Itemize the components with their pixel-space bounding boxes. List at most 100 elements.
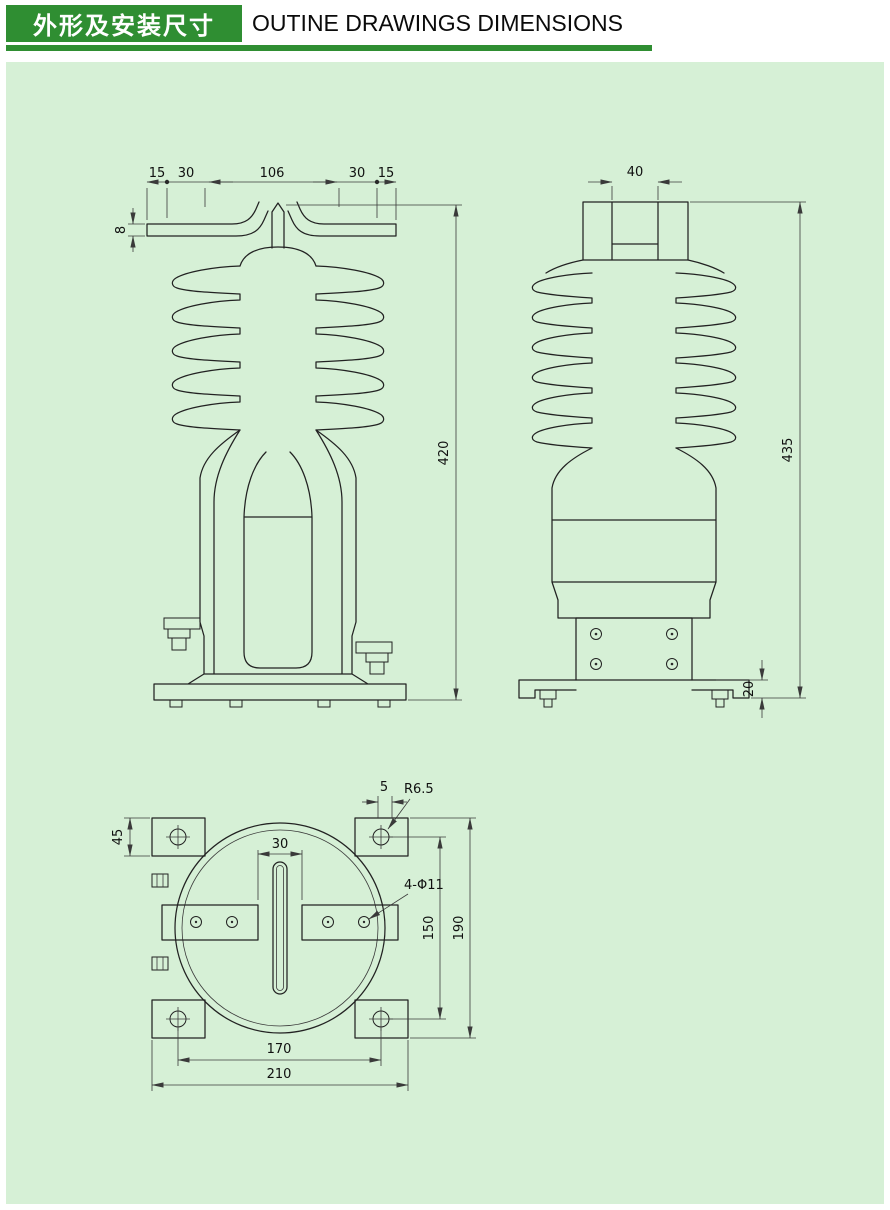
- pad-bottom-left: [151, 999, 206, 1039]
- bolt-hole: [590, 628, 602, 640]
- foot-bolt: [711, 689, 729, 700]
- clamp-bolt: [171, 637, 187, 651]
- clamp-bolt: [151, 956, 169, 971]
- dim-label-30-left: 30: [178, 166, 195, 181]
- dim-label-190: 190: [452, 916, 467, 941]
- extension-lines: [124, 796, 476, 1091]
- plan-terminal-bars: [161, 904, 399, 941]
- clamp-nut: [167, 628, 191, 639]
- leader-4phi11: [368, 893, 409, 920]
- front-sheds-left: [171, 265, 241, 431]
- base-block-outline: [575, 617, 693, 681]
- foot-bolt: [539, 689, 557, 700]
- leader-r65: [387, 798, 411, 830]
- side-dimensions: 40 435 20: [588, 165, 806, 718]
- clamp-bolt: [369, 661, 385, 675]
- hole-center-marks: [166, 825, 393, 1031]
- terminal-hole: [322, 916, 334, 928]
- drawing-panel: 15 30 106 30 15 8 420: [6, 62, 884, 1204]
- dim-dot: [374, 179, 380, 185]
- left-foot-bracket: [518, 679, 577, 699]
- slot-outline: [272, 861, 288, 995]
- plan-side-clamp-bolts: [151, 873, 169, 971]
- front-center-peak: [271, 202, 285, 249]
- dim-label-435: 435: [781, 438, 796, 463]
- front-dimensions: 15 30 106 30 15 8 420: [114, 166, 462, 701]
- page-title-chinese: 外形及安装尺寸: [6, 5, 242, 42]
- bolt-hole: [590, 658, 602, 670]
- clamp-bolt: [151, 873, 169, 888]
- bolt-hole: [666, 628, 678, 640]
- terminal-bar-right: [301, 904, 399, 941]
- clamp-plate: [355, 641, 393, 654]
- bolt-center: [670, 662, 674, 666]
- clamp-bolt-detail: [156, 874, 164, 970]
- dim-label-30-right: 30: [349, 166, 366, 181]
- foot-tick: [229, 699, 243, 708]
- terminal-hole: [190, 916, 202, 928]
- clamp-nut: [365, 652, 389, 663]
- plan-dimensions: 5 R6.5 45 30 4-Φ11 150 190 170 210: [111, 780, 476, 1091]
- front-view: 15 30 106 30 15 8 420: [114, 166, 462, 708]
- terminal-hole-center: [230, 920, 234, 924]
- right-foot-bracket: [691, 679, 750, 699]
- foot-bolt: [543, 698, 553, 708]
- terminal-hole-center: [194, 920, 198, 924]
- bolt-center: [594, 632, 598, 636]
- extension-lines: [128, 188, 462, 701]
- slot-inner: [276, 865, 284, 991]
- front-sheds-right: [315, 265, 385, 431]
- terminal-hole: [358, 916, 370, 928]
- front-right-terminal-clamp: [355, 641, 393, 675]
- bolt-hole: [666, 658, 678, 670]
- dim-label-40: 40: [627, 165, 644, 180]
- terminal-hole: [226, 916, 238, 928]
- dim-label-4phi11: 4-Φ11: [404, 878, 444, 893]
- front-body: [153, 429, 407, 701]
- page-title-chinese-text: 外形及安装尺寸: [33, 13, 215, 40]
- extension-lines: [611, 186, 806, 699]
- dim-label-15-right: 15: [378, 166, 395, 181]
- technical-drawing: 15 30 106 30 15 8 420: [111, 165, 806, 1091]
- page-title-english: OUTINE DRAWINGS DIMENSIONS: [252, 5, 623, 42]
- dim-dot: [164, 179, 170, 185]
- side-view: 40 435 20: [518, 165, 806, 718]
- front-left-terminal-clamp: [163, 617, 201, 651]
- foot-tick: [377, 699, 391, 708]
- dim-label-45: 45: [111, 829, 126, 846]
- side-terminal-block: [582, 201, 689, 261]
- dim-label-30: 30: [272, 837, 289, 852]
- front-top-cap: [239, 246, 317, 267]
- bolt-center: [594, 662, 598, 666]
- side-sheds-left: [531, 272, 593, 449]
- dim-label-170: 170: [267, 1042, 292, 1057]
- plan-outer-circle: [174, 822, 386, 1034]
- dim-label-106: 106: [260, 166, 285, 181]
- front-base-feet: [169, 699, 391, 708]
- dim-label-8: 8: [114, 226, 129, 234]
- terminal-hole-center: [326, 920, 330, 924]
- clamp-plate: [163, 617, 201, 630]
- dim-label-5: 5: [380, 780, 388, 795]
- foot-tick: [317, 699, 331, 708]
- plan-inner-circle: [181, 829, 379, 1027]
- side-sheds-right: [675, 272, 737, 449]
- dim-label-20: 20: [742, 681, 757, 698]
- terminal-hole-center: [362, 920, 366, 924]
- bolt-center: [670, 632, 674, 636]
- dim-label-15-left: 15: [149, 166, 166, 181]
- pad-top-left: [151, 817, 206, 857]
- dim-label-150: 150: [422, 916, 437, 941]
- dim-label-r65: R6.5: [404, 782, 434, 797]
- side-body: [551, 447, 717, 619]
- foot-tick: [169, 699, 183, 708]
- side-mounting-feet: [518, 679, 750, 708]
- header-underline: [6, 45, 652, 51]
- dim-label-420: 420: [437, 441, 452, 466]
- page-title-english-text: OUTINE DRAWINGS DIMENSIONS: [252, 10, 623, 36]
- terminal-bar-left: [161, 904, 259, 941]
- foot-bolt: [715, 698, 725, 708]
- side-base-block: [575, 617, 693, 681]
- side-top-cap: [545, 259, 725, 274]
- front-terminal-blade: [146, 201, 397, 237]
